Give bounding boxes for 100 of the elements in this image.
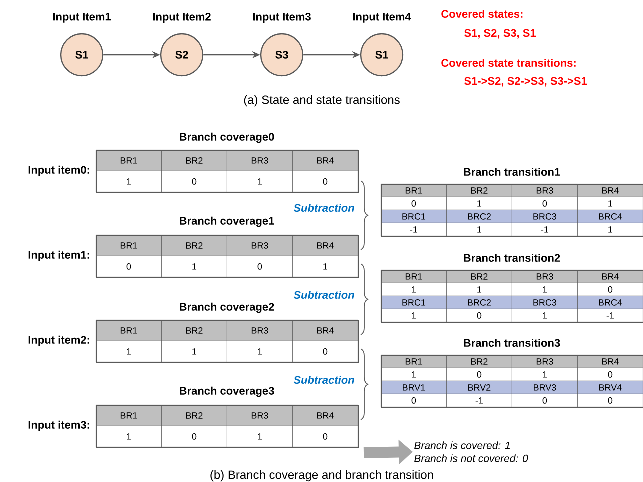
- table-cell: 0: [578, 368, 643, 382]
- table-title: Branch coverage0: [180, 132, 274, 144]
- table-cell: BR1: [96, 320, 162, 342]
- table-title: Branch transition3: [464, 338, 560, 348]
- table-cell: 0: [162, 171, 228, 192]
- table-cell: 1: [578, 197, 643, 210]
- table-cell: 1: [96, 171, 162, 192]
- table-cell: 0: [292, 341, 358, 362]
- table-cell: BR1: [96, 405, 162, 426]
- table-cell: BR3: [227, 235, 293, 256]
- operation-label: Subtraction: [294, 376, 354, 384]
- table-cell: BR1: [96, 235, 162, 256]
- table-cell: BR2: [446, 270, 512, 284]
- table-cell: 1: [446, 223, 512, 236]
- table-cell: BR3: [512, 355, 578, 368]
- table-title: Branch coverage2: [180, 302, 274, 314]
- table-title: Branch transition1: [464, 168, 560, 176]
- table-cell: 0: [578, 394, 643, 408]
- table-cell: 0: [292, 171, 358, 192]
- table-cell: BR2: [162, 405, 228, 426]
- note-text: Branch is covered: 1 Branch is not covered: 0: [414, 442, 528, 462]
- coverage-note: S1, S2, S3, S1: [464, 29, 536, 39]
- table-cell: -1: [381, 223, 447, 236]
- table-cell: BR2: [162, 150, 228, 172]
- table-cell: BR4: [292, 235, 358, 256]
- table-cell: BR2: [446, 355, 512, 368]
- table-cell: 0: [512, 394, 578, 408]
- table-cell: BR4: [292, 405, 358, 426]
- table-cell: 1: [96, 426, 162, 448]
- table-cell: BR4: [292, 320, 358, 342]
- table-cell: BR2: [446, 184, 512, 198]
- table-title: Branch coverage3: [180, 386, 274, 398]
- table-cell: BR3: [512, 184, 578, 198]
- table-cell: BR2: [162, 235, 228, 256]
- table-cell: 1: [162, 341, 228, 362]
- table-cell: BR1: [381, 270, 447, 284]
- table-cell: BR3: [227, 150, 293, 172]
- table-cell: 0: [162, 426, 228, 448]
- table-cell: BRC2: [446, 296, 512, 310]
- table-cell: 1: [512, 283, 578, 296]
- table-cell: -1: [512, 223, 578, 236]
- table-cell: BR4: [578, 270, 643, 284]
- input-label: Input item2:: [28, 336, 90, 346]
- input-label: Input item3:: [28, 420, 90, 432]
- table-cell: 1: [446, 197, 512, 210]
- table-cell: BR4: [292, 150, 358, 172]
- caption: (b) Branch coverage and branch transition: [210, 470, 434, 482]
- table-cell: BR4: [578, 355, 643, 368]
- table-cell: BR2: [162, 320, 228, 342]
- table-cell: BR1: [96, 150, 162, 172]
- table-cell: BR3: [227, 405, 293, 426]
- table-cell: BRC2: [446, 210, 512, 224]
- table-cell: BR3: [227, 320, 293, 342]
- coverage-note: Covered states:: [442, 10, 523, 18]
- state-label: Input Item1: [53, 13, 112, 23]
- table-cell: BR1: [381, 355, 447, 368]
- caption: (a) State and state transitions: [244, 95, 400, 107]
- table-cell: 1: [381, 283, 447, 296]
- table-cell: 1: [381, 368, 447, 382]
- table-cell: 1: [512, 309, 578, 322]
- table-title: Branch transition2: [464, 254, 560, 262]
- table-cell: BR4: [578, 184, 643, 198]
- table-cell: 1: [227, 426, 293, 448]
- state-label: Input Item4: [353, 13, 412, 23]
- table-cell: 0: [446, 309, 512, 322]
- table-cell: BRC3: [512, 210, 578, 224]
- table-cell: 1: [512, 368, 578, 382]
- table-cell: BRV3: [512, 381, 578, 394]
- table-cell: BR1: [381, 184, 447, 198]
- table-cell: -1: [578, 309, 643, 322]
- state-label: Input Item2: [153, 13, 211, 23]
- table-cell: 1: [578, 223, 643, 236]
- table-cell: 0: [227, 256, 293, 278]
- table-cell: BRC4: [578, 210, 643, 224]
- table-cell: BRC3: [512, 296, 578, 310]
- table-cell: 1: [446, 283, 512, 296]
- operation-label: Subtraction: [294, 204, 354, 212]
- table-cell: 0: [578, 283, 643, 296]
- table-cell: 1: [227, 171, 293, 192]
- table-cell: 0: [446, 368, 512, 382]
- state-label: Input Item3: [253, 13, 311, 23]
- operation-label: Subtraction: [294, 290, 354, 300]
- table-cell: BRC1: [381, 210, 447, 224]
- table-cell: 1: [381, 309, 447, 322]
- table-cell: BR3: [512, 270, 578, 284]
- table-cell: 0: [512, 197, 578, 210]
- table-cell: 1: [227, 341, 293, 362]
- input-label: Input item0:: [28, 166, 90, 176]
- table-cell: BRC4: [578, 296, 643, 310]
- coverage-note: Covered state transitions:: [442, 58, 576, 68]
- table-cell: BRV4: [578, 381, 643, 394]
- table-cell: 1: [96, 341, 162, 362]
- coverage-note: S1->S2, S2->S3, S3->S1: [464, 77, 588, 87]
- table-cell: BRC1: [381, 296, 447, 310]
- table-cell: -1: [446, 394, 512, 408]
- table-cell: 0: [292, 426, 358, 448]
- table-cell: 0: [381, 197, 447, 210]
- table-cell: 1: [162, 256, 228, 278]
- table-title: Branch coverage1: [180, 216, 274, 228]
- table-cell: BRV1: [381, 381, 447, 394]
